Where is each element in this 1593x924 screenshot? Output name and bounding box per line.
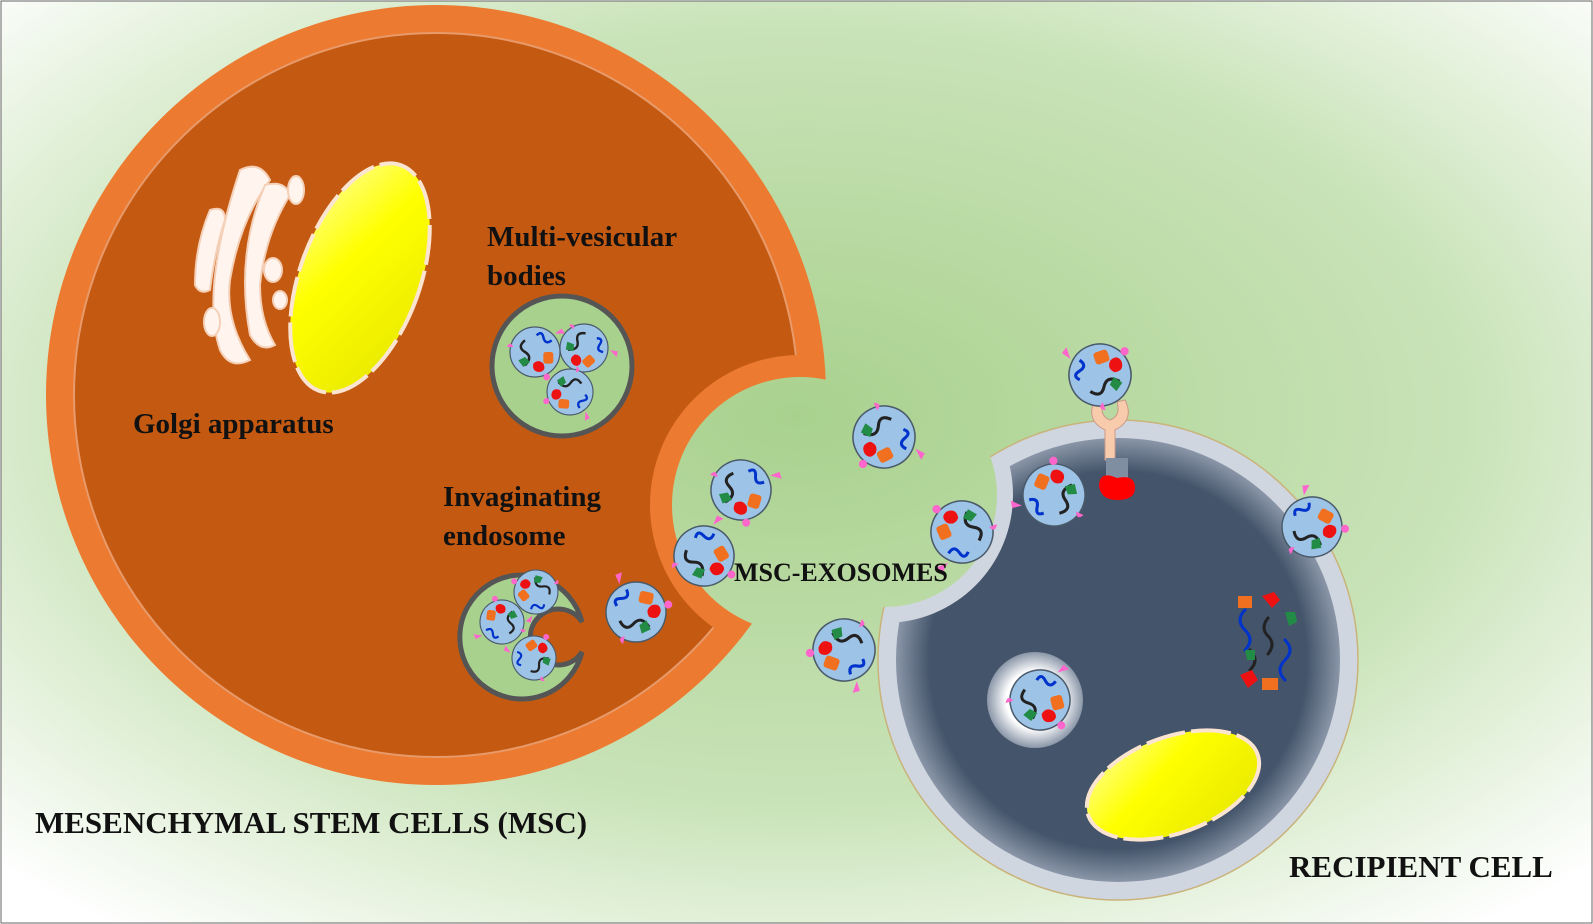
exosome	[473, 595, 527, 645]
exosome	[543, 366, 594, 421]
label-msc: MESENCHYMAL STEM CELLS (MSC)	[35, 805, 588, 840]
exosome	[1281, 484, 1350, 558]
receptor-ligand	[1091, 399, 1135, 500]
label-mvb: Multi-vesicular bodies	[487, 218, 677, 296]
exosome	[1005, 664, 1071, 731]
label-exosomes: MSC-EXOSOMES	[734, 558, 948, 587]
exosome	[709, 459, 782, 527]
exosome	[503, 634, 557, 682]
msc-nucleus	[288, 161, 432, 395]
label-recipient: RECIPIENT CELL	[1289, 849, 1553, 884]
exosome	[671, 515, 736, 587]
label-endosome-line1: Invaginating	[443, 481, 601, 513]
label-golgi: Golgi apparatus	[133, 408, 334, 440]
exosome	[1061, 343, 1132, 411]
label-endosome-line2: endosome	[443, 520, 566, 553]
exosome	[852, 402, 925, 469]
exosome-group	[473, 323, 1350, 731]
label-mvb-line2: bodies	[487, 260, 566, 293]
exosome	[506, 326, 565, 381]
golgi-apparatus	[193, 165, 305, 365]
label-mvb-line1: Multi-vesicular	[487, 221, 678, 253]
released-cargo	[1238, 592, 1297, 690]
label-endosome: Invaginating endosome	[443, 478, 601, 556]
exosome	[805, 618, 876, 693]
exosome	[511, 569, 559, 623]
exosome	[930, 500, 997, 572]
exosome	[605, 572, 673, 645]
exosome	[1010, 456, 1086, 527]
multivesicular-body	[489, 293, 635, 439]
recipient-nucleus	[1084, 728, 1262, 842]
msc-cell	[46, 5, 826, 785]
